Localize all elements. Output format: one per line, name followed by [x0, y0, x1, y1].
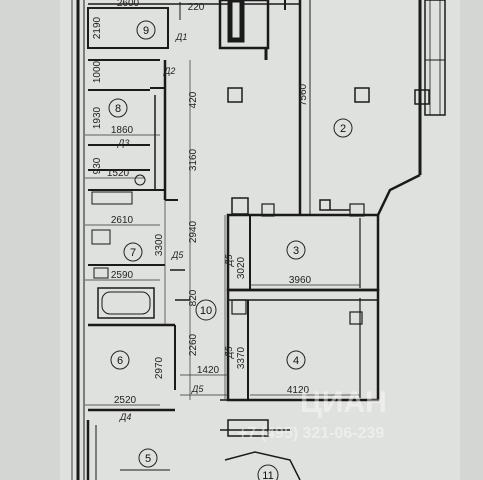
room-circle-10 — [195, 299, 217, 321]
dimension-label: 1930 — [92, 106, 103, 129]
door-label: Д3 — [117, 138, 129, 148]
dimension-label: 420 — [188, 91, 199, 108]
dimension-label: 2260 — [188, 333, 199, 356]
dimension-label: 7560 — [298, 83, 309, 106]
door-label: Д1 — [175, 32, 187, 42]
door-label: Д5 — [171, 250, 184, 260]
room-circle-11 — [257, 464, 279, 480]
room-number: 7 — [130, 247, 136, 259]
room-circle-6 — [110, 350, 130, 370]
dimension-label: 2600 — [117, 0, 140, 9]
dimension-label: 2590 — [111, 270, 134, 281]
dimension-label: 2190 — [92, 16, 103, 39]
room-number: 2 — [340, 123, 346, 135]
room-number: 5 — [145, 453, 151, 465]
door-labels: Д1 Д2 Д3 Д4 Д5 Д5 Д5 Д5 — [117, 32, 234, 422]
room-number: 4 — [293, 355, 299, 367]
dimension-label: 220 — [188, 2, 205, 13]
dimension-label: 4120 — [287, 385, 310, 396]
dimension-label: 1860 — [111, 125, 134, 136]
dimension-label: 2610 — [111, 215, 134, 226]
dimension-lines — [85, 7, 360, 406]
dimension-label: 2940 — [188, 220, 199, 243]
watermark-brand: ЦИАН — [300, 386, 387, 419]
dimension-label: 3160 — [188, 148, 199, 171]
dimension-label: 930 — [92, 157, 103, 174]
walls — [71, 0, 446, 480]
door-label: Д4 — [119, 412, 131, 422]
watermark-phone: +7 (495) 321-06-239 — [238, 425, 384, 442]
door-label: Д5 — [224, 346, 234, 359]
dimension-label: 3370 — [236, 346, 247, 369]
door-label: Д2 — [163, 66, 175, 76]
dimension-label: 2970 — [154, 356, 165, 379]
room-labels: 9 8 7 6 5 2 3 4 10 11 — [108, 20, 353, 480]
dimension-label: 3300 — [154, 233, 165, 256]
room-circle-3 — [286, 240, 306, 260]
dimension-label: 2520 — [114, 395, 137, 406]
dimension-label: 1520 — [107, 168, 130, 179]
room-number: 10 — [200, 305, 212, 317]
dimension-label: 1420 — [197, 365, 220, 376]
room-number: 6 — [117, 355, 123, 367]
dimension-label: 820 — [188, 289, 199, 306]
room-number: 11 — [262, 470, 273, 480]
room-number: 3 — [293, 245, 299, 257]
room-number: 9 — [143, 25, 149, 37]
horizontal-dimensions: 2600 220 1860 1520 2610 2590 2520 3960 4… — [107, 0, 312, 406]
watermark: ЦИАН +7 (495) 321-06-239 — [238, 386, 387, 442]
room-circle-2 — [333, 118, 353, 138]
room-circle-7 — [123, 242, 143, 262]
dimension-label: 3020 — [236, 256, 247, 279]
room-circle-9 — [136, 20, 156, 40]
dimension-label: 1000 — [92, 60, 103, 83]
vertical-dimensions: 2190 1000 1930 930 7560 420 3160 2940 33… — [92, 16, 309, 379]
room-number: 8 — [115, 103, 121, 115]
door-label: Д5 — [191, 384, 204, 394]
door-label: Д5 — [224, 254, 234, 267]
dimension-label: 3960 — [289, 275, 312, 286]
room-circle-4 — [286, 350, 306, 370]
room-circle-5 — [138, 448, 158, 468]
room-circle-8 — [108, 98, 128, 118]
